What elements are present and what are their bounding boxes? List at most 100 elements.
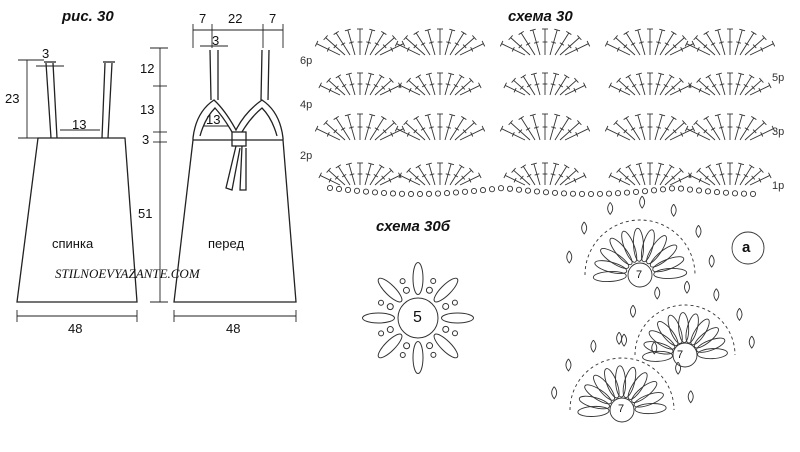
motif-petal: [634, 403, 667, 415]
stitch-symbol: [671, 175, 676, 180]
scheme30b-title: схема 30б: [376, 218, 451, 235]
motif-petal: [649, 244, 678, 268]
stitch-symbol: [714, 113, 721, 117]
figure-title: рис. 30: [62, 8, 114, 25]
stitch-symbol: [415, 164, 422, 169]
stitch-symbol: [623, 115, 629, 120]
stitch-symbol: [381, 30, 387, 35]
front-top-middle: 22: [228, 11, 243, 26]
motif-petal: [653, 267, 688, 279]
chain-loop: [402, 286, 410, 294]
stitch-symbol: [659, 28, 666, 32]
rosette-center-number: 5: [413, 309, 422, 326]
chain-loop: [587, 190, 595, 198]
chain-loop: [470, 187, 478, 195]
stitch-symbol: [446, 126, 452, 129]
stitch-symbol: [390, 131, 394, 137]
stitch-symbol: [373, 174, 379, 178]
stitch-symbol: [345, 162, 352, 166]
stitch-symbol: [748, 164, 755, 169]
rosette-petal: [377, 333, 403, 359]
stitch-symbol: [518, 30, 524, 35]
detail-a-motifs: [551, 195, 765, 423]
stitch-symbol: [684, 40, 689, 47]
chain-loop: [533, 188, 541, 195]
row-label-left: 4р: [300, 99, 313, 111]
stitch-symbol: [696, 167, 701, 173]
stitch-symbol: [414, 85, 419, 90]
stitch-symbol: [326, 46, 330, 52]
stitch-symbol: [554, 113, 561, 117]
motif-petal: [604, 368, 620, 399]
stitch-symbol: [406, 131, 410, 137]
stitch-symbol: [684, 125, 689, 132]
stitch-symbol: [533, 41, 539, 44]
scheme30-fan-chart: [314, 28, 776, 198]
motif-petal: [615, 365, 627, 398]
chain-loop: [353, 187, 361, 194]
chain-loop: [451, 330, 458, 337]
stitch-symbol: [704, 85, 709, 90]
stitch-symbol: [638, 126, 644, 129]
stitch-symbol: [625, 164, 632, 169]
stitch-symbol: [374, 42, 380, 46]
stitch-symbol: [573, 87, 577, 93]
stitch-symbol: [688, 82, 692, 89]
stitch-symbol: [389, 167, 394, 173]
stitch-symbol: [682, 120, 687, 126]
back-label: спинка: [52, 236, 94, 251]
picot-drop: [566, 250, 573, 264]
rosette-petal: [362, 312, 395, 324]
stitch-symbol: [365, 83, 371, 86]
stitch-symbol: [519, 175, 524, 180]
stitch-symbol: [752, 44, 757, 49]
row-label-right: 5р: [772, 72, 785, 84]
chain-loop: [407, 190, 415, 198]
picot-drop: [551, 386, 558, 400]
stitch-symbol: [631, 174, 637, 178]
stitch-symbol: [583, 82, 587, 89]
stitch-symbol: [449, 28, 456, 32]
stitch-symbol: [623, 30, 629, 35]
stitch-symbol: [413, 115, 419, 120]
stitch-symbol: [344, 113, 351, 117]
picot-drop: [651, 341, 658, 355]
picot-drop: [639, 195, 646, 209]
picot-drop: [590, 339, 597, 353]
stitch-symbol: [445, 173, 451, 176]
stitch-symbol: [389, 77, 394, 83]
stitch-symbol: [503, 82, 507, 89]
watermark: STILNOEVYAZANTE.COM: [55, 266, 200, 281]
stitch-symbol: [334, 175, 339, 180]
stitch-symbol: [461, 30, 467, 35]
chain-loop: [386, 303, 394, 311]
picot-drop: [695, 225, 702, 239]
stitch-symbol: [454, 42, 460, 46]
stitch-symbol: [655, 173, 661, 176]
stitch-symbol: [680, 46, 684, 52]
stitch-symbol: [529, 113, 536, 117]
stitch-symbol: [715, 72, 722, 76]
stitch-symbol: [335, 74, 342, 79]
stitch-symbol: [511, 167, 516, 173]
motif-petal: [631, 381, 658, 404]
motif-petal: [593, 374, 616, 401]
chain-loop: [695, 187, 703, 194]
chain-loop: [426, 342, 434, 350]
scheme30-title: схема 30: [508, 8, 573, 25]
stitch-symbol: [369, 113, 376, 117]
stitch-symbol: [639, 173, 645, 176]
motif-petal: [577, 405, 610, 417]
front-top-right: 7: [269, 11, 277, 26]
stitch-symbol: [759, 77, 764, 83]
chain-loop: [506, 185, 514, 192]
chain-loop: [650, 187, 658, 194]
stitch-symbol: [703, 30, 709, 35]
stitch-symbol: [378, 74, 385, 79]
stitch-symbol: [408, 87, 412, 93]
stitch-symbol: [462, 129, 467, 134]
chain-loop: [403, 342, 411, 350]
stitch-symbol: [715, 162, 722, 166]
stitch-symbol: [618, 177, 622, 183]
